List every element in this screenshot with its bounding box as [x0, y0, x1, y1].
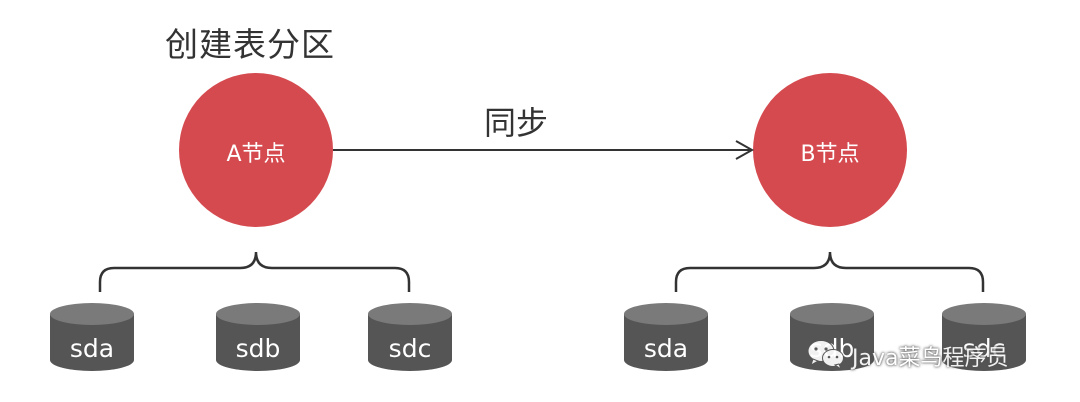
sync-arrow: [333, 140, 755, 160]
disk-a-sda: [50, 303, 134, 371]
node-b-label: B节点: [800, 142, 860, 167]
node-b-circle: [753, 73, 907, 227]
disk-a-sdc: [368, 303, 452, 371]
node-a-circle: [179, 73, 333, 227]
disk-a-sdc-label: sdc: [388, 334, 432, 363]
disk-a-sdb-label: sdb: [235, 334, 281, 363]
node-a-label: A节点: [226, 142, 286, 167]
watermark: Java菜鸟程序员: [806, 338, 1008, 374]
disk-b-sda-label: sda: [643, 334, 689, 363]
disk-b-sda: [624, 303, 708, 371]
disk-b-sdc-label: sdc: [962, 334, 1006, 363]
disk-b-sdc: [942, 303, 1026, 371]
watermark-text: Java菜鸟程序员: [852, 346, 1009, 371]
brace-b: [674, 251, 985, 292]
disk-a-sdb: [216, 303, 300, 371]
sync-label: 同步: [484, 104, 549, 142]
disk-a-sda-label: sda: [69, 334, 115, 363]
diagram-title: 创建表分区: [165, 25, 335, 64]
brace-a: [98, 251, 411, 292]
wechat-icon: [806, 338, 846, 374]
